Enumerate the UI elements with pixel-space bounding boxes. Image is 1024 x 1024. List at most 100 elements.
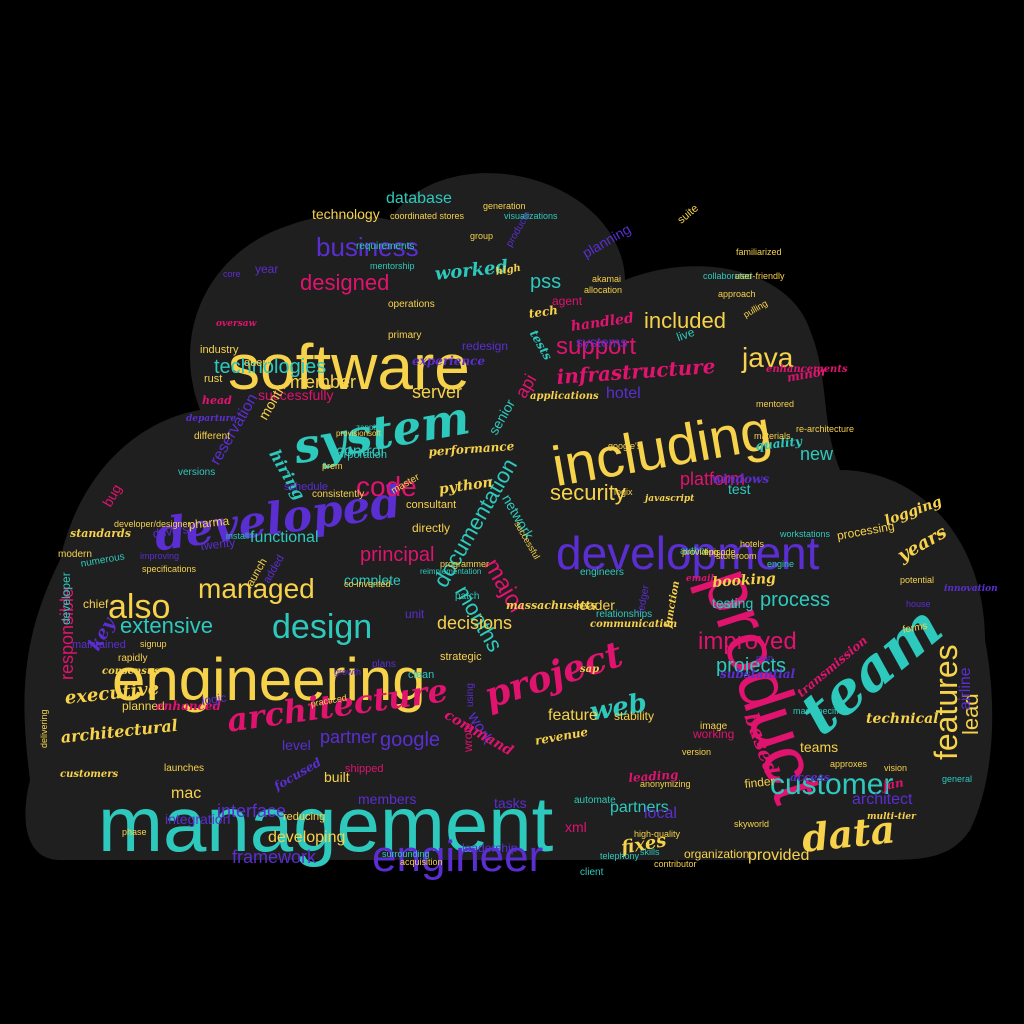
word-consistently: consistently (312, 489, 365, 500)
word-maintained: maintained (72, 639, 126, 651)
word-finder: finder (743, 773, 776, 791)
word-mentorship: mentorship (370, 261, 415, 271)
word-directly: directly (412, 521, 451, 535)
word-phase: phase (122, 827, 147, 837)
word-developing: developing (268, 829, 346, 846)
word-architectural: architectural (59, 715, 179, 747)
word-plans: plans (372, 659, 396, 670)
word-generation: generation (483, 201, 526, 211)
word-relationships: relationships (596, 609, 653, 620)
word-xml: xml (565, 819, 587, 835)
word-storeroom: storeroom (716, 551, 757, 561)
word-image: image (700, 721, 728, 732)
word-wrote: wrote (461, 722, 475, 752)
word-provided: provided (748, 847, 810, 864)
word-partner: partner (320, 727, 378, 747)
word-successfully: successfully (258, 387, 334, 403)
word-tasks: tasks (494, 795, 527, 811)
word-process: process (760, 589, 831, 611)
word-consensus: consensus (102, 666, 160, 677)
word-version: version (682, 747, 712, 757)
word-windows: windows (712, 472, 770, 486)
word-technologies: technologies (214, 356, 327, 378)
word-engineer: engineer (372, 832, 544, 881)
word-senior: senior (485, 396, 519, 438)
word-re-architecture: re-architecture (796, 424, 855, 434)
word-potential: potential (900, 575, 935, 585)
word-improved: improved (698, 628, 797, 655)
word-tests: tests (526, 327, 555, 363)
word-test: test (728, 481, 751, 497)
word-telephony: telephony (600, 851, 640, 861)
word-customer: customer (770, 768, 894, 801)
word-install: install (226, 531, 250, 541)
word-high: high (494, 262, 522, 278)
word-java: java (742, 342, 794, 373)
word-akamai: akamai (592, 274, 622, 284)
word-clean: clean (408, 669, 435, 681)
word-built: built (324, 769, 350, 785)
word-allocation: allocation (584, 285, 623, 295)
word-extensive: extensive (120, 613, 213, 638)
word-plan: plan (756, 653, 774, 663)
word-head: head (202, 394, 232, 407)
word-oversaw: oversaw (216, 319, 257, 329)
word-coordinated-stores: coordinated stores (390, 211, 465, 221)
word-development: development (556, 527, 820, 579)
word-tech: tech (527, 302, 559, 321)
word-local: local (644, 805, 677, 822)
word-enhancements: enhancements (766, 364, 848, 375)
word-user-friendly: user-friendly (735, 271, 785, 281)
word-different: different (194, 431, 230, 442)
word-level: level (282, 737, 311, 753)
word-operations: operations (388, 299, 435, 310)
word-shipped: shipped (345, 763, 384, 775)
word-suite: suite (675, 202, 701, 227)
word-teams: teams (800, 739, 839, 755)
word-control: control (336, 443, 385, 460)
word-managed: managed (198, 573, 315, 604)
word-consultant: consultant (406, 499, 457, 511)
word-approach: approach (718, 289, 756, 299)
word-reimplementation: reimplementation (420, 567, 482, 576)
word-organization: organization (684, 847, 750, 861)
word-planning: planning (579, 220, 634, 261)
word-engineering: engineering (112, 646, 426, 713)
word-programmer: programmer (440, 559, 490, 569)
word-providing: providing (682, 547, 719, 557)
word-automate: automate (574, 795, 616, 806)
word-collaborated: collaborated (703, 271, 753, 281)
word-server: server (412, 382, 463, 402)
word-mac: mac (171, 785, 202, 802)
word-growth: growth (334, 667, 362, 677)
word-jan: jan (881, 775, 905, 793)
word-rust: rust (204, 373, 223, 385)
word-feature: feature (548, 707, 598, 724)
word-author: author (680, 546, 709, 557)
word-technical: technical (866, 711, 939, 727)
word-general: general (942, 774, 973, 784)
word-years: years (894, 521, 951, 567)
word-engineers: engineers (580, 567, 624, 578)
word-surrounding: surrounding (382, 849, 430, 859)
word-standards: standards (70, 527, 131, 540)
word-access: access (790, 771, 830, 784)
word-substantial: substantial (720, 667, 796, 681)
word-improving: improving (140, 551, 180, 561)
word-co-invented: co-invented (344, 579, 391, 589)
word-member: member (290, 372, 357, 392)
word-mentored: mentored (756, 399, 795, 409)
word-logix: logix (614, 487, 633, 497)
word-specifications: specifications (142, 564, 197, 574)
word-stability: stability (614, 709, 655, 723)
word-group: group (470, 231, 494, 241)
word-security: security (550, 480, 626, 505)
word-high-quality: high-quality (634, 829, 681, 839)
word-chief: chief (83, 597, 109, 611)
word-skills: skills (640, 847, 660, 857)
word-designed: designed (300, 270, 390, 295)
word-skyworld: skyworld (734, 819, 770, 829)
word-primary: primary (388, 330, 422, 341)
word-modern: modern (58, 549, 92, 560)
